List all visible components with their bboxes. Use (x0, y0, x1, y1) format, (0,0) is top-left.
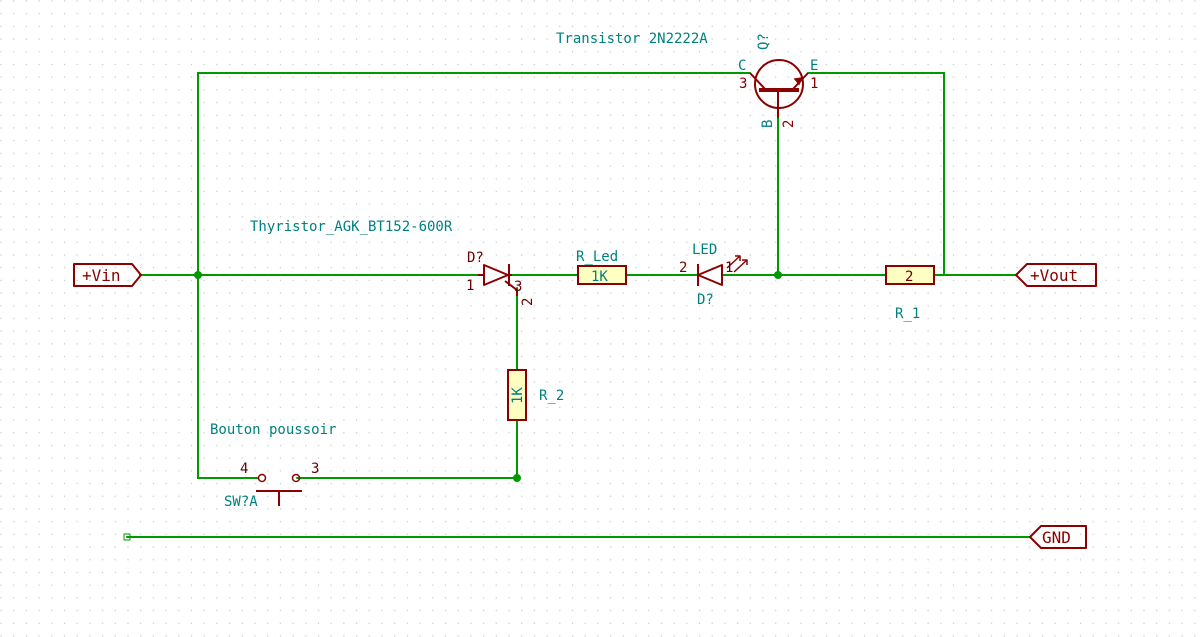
vin-label-shape (73, 263, 142, 287)
switch-contact-left (257, 473, 267, 483)
transistor-pin-1: 1 (810, 76, 818, 92)
resistor-r-led[interactable]: 1K R_Led (576, 249, 627, 285)
junctions (123, 271, 782, 541)
transistor-ref: Q? (756, 33, 772, 50)
transistor-pin-2: 2 (781, 120, 797, 128)
r-led-value: 1K (591, 269, 608, 285)
wire-emitter-right[interactable] (807, 72, 945, 276)
junction-vin (194, 271, 202, 279)
thyristor-title: Thyristor_AGK_BT152-600R (250, 219, 453, 235)
switch-ref: SW?A (224, 494, 258, 510)
switch-contact-right (291, 473, 301, 483)
junction-r2-switch (513, 474, 521, 482)
resistor-r2[interactable]: 1K R_2 (507, 369, 564, 421)
switch-pin-4: 4 (240, 461, 248, 477)
transistor-title: Transistor 2N2222A (556, 31, 708, 47)
led-triangle (697, 264, 723, 286)
transistor-emitter-arrow (793, 77, 804, 86)
r2-name: R_2 (539, 388, 564, 404)
gnd-label-text: GND (1042, 528, 1071, 547)
transistor-pin-c-label: C (738, 58, 746, 74)
wire-switch-left[interactable] (197, 274, 259, 479)
r-led-name: R_Led (576, 249, 618, 265)
junction-base (774, 271, 782, 279)
led-d[interactable]: LED D? 2 1 (679, 242, 748, 308)
wire-top-collector[interactable] (197, 72, 751, 276)
vin-label-text: +Vin (82, 266, 121, 285)
vout-label-text: +Vout (1030, 266, 1078, 285)
transistor-q[interactable]: Transistor 2N2222A Q? C E B 3 1 2 (556, 31, 818, 128)
thyristor-gate-lead (504, 280, 518, 296)
r1-value: 2 (905, 269, 913, 285)
vout-label[interactable]: +Vout (1015, 263, 1097, 287)
led-light-arrows (726, 255, 748, 273)
wires (126, 72, 1031, 538)
gnd-label-shape (1029, 525, 1087, 549)
led-pin-2: 2 (679, 260, 687, 276)
r1-body (885, 265, 935, 285)
switch-title: Bouton poussoir (210, 422, 336, 438)
r2-body (507, 369, 527, 421)
vout-label-shape (1015, 263, 1097, 287)
push-button-switch[interactable]: Bouton poussoir SW?A 4 3 (210, 422, 336, 510)
gnd-wire-end (123, 533, 131, 541)
transistor-pin-3: 3 (739, 76, 747, 92)
thyristor-pin-2: 2 (520, 298, 536, 306)
r2-value: 1K (510, 387, 526, 404)
switch-pin-3: 3 (311, 461, 319, 477)
transistor-collector-lead (749, 72, 767, 91)
led-ref: D? (697, 292, 714, 308)
thyristor-d[interactable]: Thyristor_AGK_BT152-600R D? 1 3 2 (250, 219, 536, 306)
transistor-pin-b-label: B (760, 120, 776, 128)
r1-name: R_1 (895, 306, 920, 322)
transistor-pin-e-label: E (810, 58, 818, 74)
r-led-body (577, 265, 627, 285)
resistor-r1[interactable]: 2 R_1 (885, 265, 935, 322)
vin-label[interactable]: +Vin (73, 263, 142, 287)
thyristor-pin-3: 3 (514, 279, 522, 295)
gnd-label[interactable]: GND (1029, 525, 1087, 549)
led-pin-1: 1 (725, 260, 733, 276)
led-name: LED (692, 242, 717, 258)
thyristor-pin-1: 1 (466, 278, 474, 294)
thyristor-ref: D? (467, 250, 484, 266)
